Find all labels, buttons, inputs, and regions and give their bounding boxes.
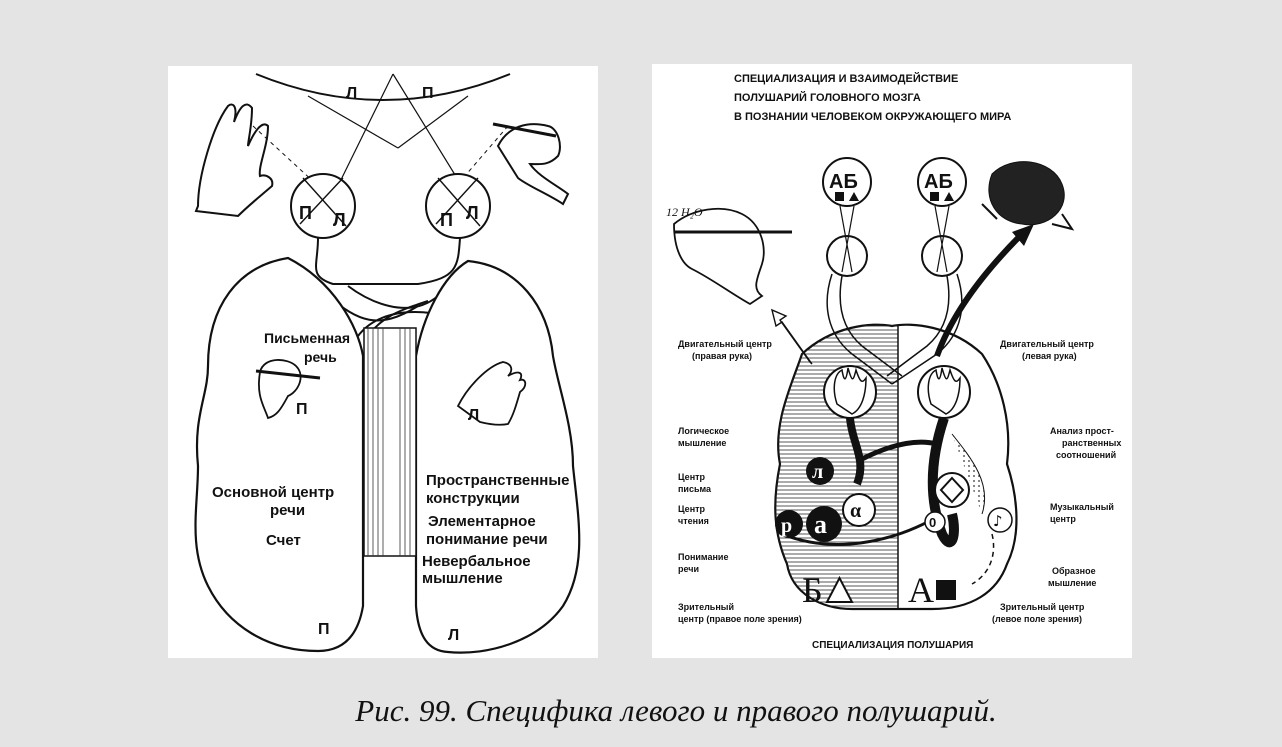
reading-center-2: чтения [678,516,709,526]
letter-l: л [812,461,823,483]
big-letter-b: Б [802,570,823,610]
image-thinking-1: Образное [1052,566,1096,576]
letter-r: р [781,515,792,537]
writing-hand-icon [498,124,568,204]
left-hemisphere [196,258,364,651]
music-2: центр [1050,514,1076,524]
right-diagram-svg: СПЕЦИАЛИЗАЦИЯ И ВЗАИМОДЕЙСТВИЕ ПОЛУШАРИЙ… [652,64,1132,658]
speech-understanding-1: Понимание [678,552,728,562]
left-eye-label-l: Л [333,210,346,230]
field-label-right: П [422,85,434,102]
bottom-right-label: Л [448,627,459,644]
spatial-3: соотношений [1056,450,1116,460]
elementary-label: Элементарное [428,513,536,530]
spatial-label: Пространственные [426,472,570,489]
big-square-icon [936,580,956,600]
right-hemisphere [416,261,579,653]
spatial-1: Анализ прост- [1050,426,1114,436]
visual-left-2: центр (правое поле зрения) [678,614,802,624]
big-letter-a: А [908,570,934,610]
speech-center-label: Основной центр [212,484,334,501]
logic-label-2: мышление [678,438,726,448]
left-brain-diagram: Л П П Л П Л [168,66,598,658]
ab-symbol-right: АБ [924,171,953,193]
right-hand-label: Л [468,407,479,424]
music-1: Музыкальный [1050,502,1114,512]
elementary-label-2: понимание речи [426,531,548,548]
image-thinking-2: мышление [1048,578,1096,588]
left-diagram-svg: Л П П Л П Л [168,66,598,658]
motor-left-2: (правая рука) [692,351,752,361]
field-label-left: Л [346,85,357,102]
spatial-label-2: конструкции [426,490,520,507]
letter-alpha: α [850,500,861,522]
writing-center-2: письма [678,484,712,494]
logic-label-1: Логическое [678,426,729,436]
visual-field-arc [256,74,510,100]
figure-caption: Рис. 99. Специфика левого и правого полу… [0,693,1282,729]
visual-left-1: Зрительный [678,602,734,612]
rose-icon [989,162,1064,225]
letter-a: а [814,510,827,539]
title-line-3: В ПОЗНАНИИ ЧЕЛОВЕКОМ ОКРУЖАЮЩЕГО МИРА [734,111,1011,123]
nonverbal-label-2: мышление [422,570,503,587]
writing-arrow-icon [772,310,812,364]
footer-label: СПЕЦИАЛИЗАЦИЯ ПОЛУШАРИЯ [812,640,973,651]
formula-label: 12 H₂O [666,205,703,219]
speech-understanding-2: речи [678,564,699,574]
visual-right-1: Зрительный центр [1000,602,1085,612]
left-hand-icon [196,104,272,216]
letter-zero: 0 [929,515,936,530]
reading-center-1: Центр [678,504,706,514]
counting-label: Счет [266,532,301,549]
corpus-callosum [364,328,416,556]
motor-left-1: Двигательный центр [678,339,772,349]
left-hand-label: П [296,401,308,418]
square-icon-right [930,192,939,201]
spatial-2: ранственных [1062,438,1121,448]
left-eye-label-p: П [299,203,312,223]
square-icon-left [835,192,844,201]
right-eye-label-p: П [440,210,453,230]
right-eye-label-l: Л [466,203,479,223]
writing-label-2: речь [304,349,337,365]
music-note-icon: ♪ [993,512,1003,530]
optic-nerves [316,238,460,284]
writing-hand-icon [674,209,764,304]
motor-right-1: Двигательный центр [1000,339,1094,349]
speech-center-label-2: речи [270,502,305,519]
title-line-2: ПОЛУШАРИЙ ГОЛОВНОГО МОЗГА [734,91,921,104]
right-brain-diagram: СПЕЦИАЛИЗАЦИЯ И ВЗАИМОДЕЙСТВИЕ ПОЛУШАРИЙ… [652,64,1132,658]
writing-label-1: Письменная [264,330,350,346]
left-hemisphere-hatch [775,325,898,609]
ab-symbol-left: АБ [829,171,858,193]
motor-right-2: (левая рука) [1022,351,1077,361]
nonverbal-label: Невербальное [422,553,531,570]
right-eye [426,174,490,238]
writing-center-1: Центр [678,472,706,482]
visual-right-2: (левое поле зрения) [992,614,1082,624]
title-line-1: СПЕЦИАЛИЗАЦИЯ И ВЗАИМОДЕЙСТВИЕ [734,72,958,85]
bottom-left-label: П [318,621,330,638]
